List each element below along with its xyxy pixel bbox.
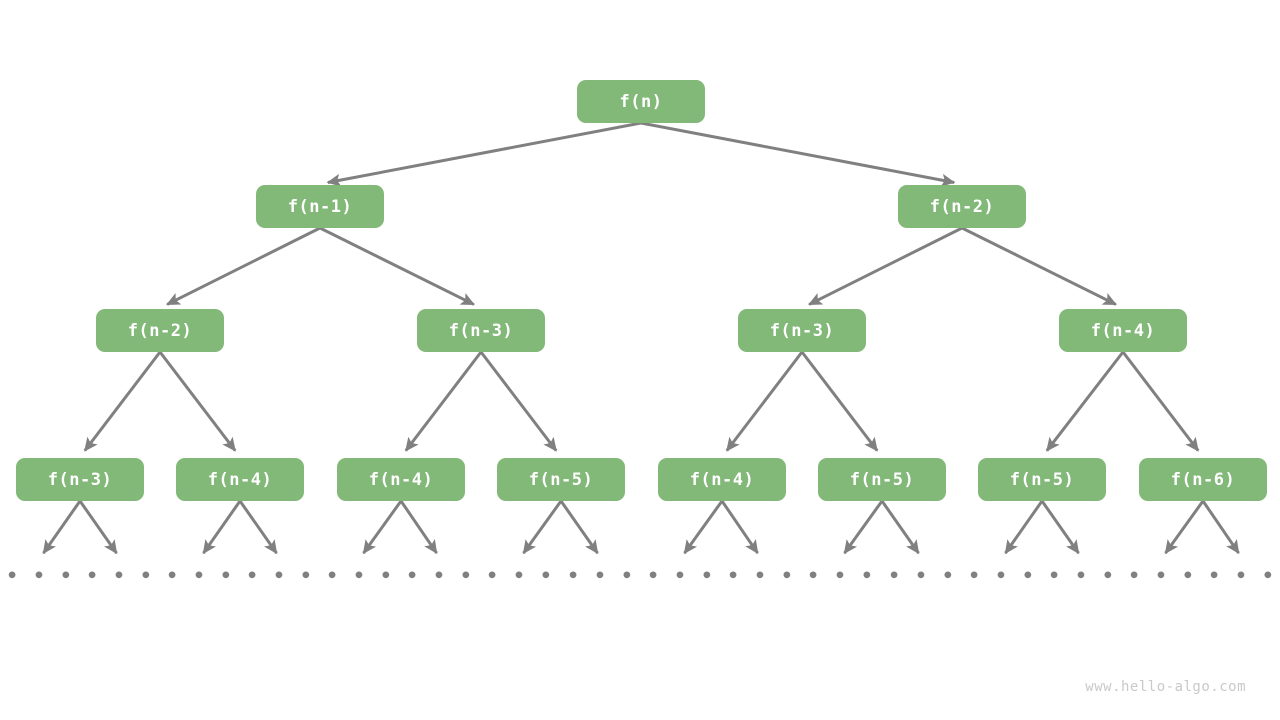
ellipsis-marker: • • • — [406, 565, 474, 587]
tree-node-n6[interactable]: f(n-4) — [1059, 309, 1187, 352]
edge-n5-to-n12 — [800, 351, 879, 452]
tree-node-n13[interactable]: f(n-5) — [978, 458, 1106, 501]
edge-n14-to-ellipsis-15 — [1201, 500, 1240, 555]
tree-node-n1[interactable]: f(n-1) — [256, 185, 384, 228]
edge-n14-to-ellipsis-14 — [1164, 500, 1205, 555]
tree-node-n9[interactable]: f(n-4) — [337, 458, 465, 501]
ellipsis-marker: • • • — [807, 565, 875, 587]
ellipsis-marker: • • • — [6, 565, 74, 587]
ellipsis-marker: • • • — [727, 565, 795, 587]
edge-n0-to-n1 — [326, 121, 642, 187]
edge-n1-to-n4 — [319, 226, 475, 306]
ellipsis-marker: • • • — [1128, 565, 1196, 587]
tree-node-n2[interactable]: f(n-2) — [898, 185, 1026, 228]
ellipsis-marker: • • • — [86, 565, 154, 587]
edge-n1-to-n3 — [166, 226, 321, 306]
edge-n2-to-n5 — [808, 226, 963, 306]
ellipsis-marker: • • • — [166, 565, 234, 587]
edge-n3-to-n7 — [83, 351, 162, 452]
ellipsis-marker: • • • — [567, 565, 635, 587]
edge-n2-to-n6 — [961, 226, 1117, 306]
tree-node-n12[interactable]: f(n-5) — [818, 458, 946, 501]
edge-n10-to-ellipsis-7 — [559, 500, 599, 555]
edge-n13-to-ellipsis-13 — [1040, 500, 1080, 555]
ellipsis-marker: • • • — [888, 565, 956, 587]
edge-n5-to-n11 — [725, 351, 804, 452]
tree-node-n3[interactable]: f(n-2) — [96, 309, 224, 352]
edge-n6-to-n14 — [1121, 351, 1200, 452]
edge-n11-to-ellipsis-8 — [683, 500, 724, 555]
ellipsis-marker: • • • — [326, 565, 394, 587]
edge-n12-to-ellipsis-11 — [880, 500, 920, 555]
edge-n0-to-n2 — [640, 121, 956, 187]
edge-n9-to-ellipsis-5 — [399, 500, 438, 555]
ellipsis-marker: • • • — [968, 565, 1036, 587]
tree-node-n10[interactable]: f(n-5) — [497, 458, 625, 501]
edge-n8-to-ellipsis-2 — [202, 500, 242, 555]
edge-n4-to-n9 — [404, 351, 483, 452]
ellipsis-marker: • • • — [647, 565, 715, 587]
tree-node-n11[interactable]: f(n-4) — [658, 458, 786, 501]
ellipsis-marker: • • • — [1208, 565, 1276, 587]
ellipsis-marker: • • • — [486, 565, 554, 587]
edge-n6-to-n13 — [1045, 351, 1125, 452]
edge-n10-to-ellipsis-6 — [522, 500, 563, 555]
edge-n12-to-ellipsis-10 — [843, 500, 884, 555]
edge-n3-to-n8 — [158, 351, 237, 452]
tree-node-n4[interactable]: f(n-3) — [417, 309, 545, 352]
edge-n7-to-ellipsis-0 — [42, 500, 82, 555]
ellipsis-marker: • • • — [246, 565, 314, 587]
watermark: www.hello-algo.com — [1085, 679, 1246, 695]
edge-n4-to-n10 — [479, 351, 558, 452]
tree-node-n7[interactable]: f(n-3) — [16, 458, 144, 501]
edge-n13-to-ellipsis-12 — [1004, 500, 1044, 555]
edge-n9-to-ellipsis-4 — [362, 500, 403, 555]
edge-n11-to-ellipsis-9 — [720, 500, 759, 555]
edge-n7-to-ellipsis-1 — [78, 500, 118, 555]
tree-node-n14[interactable]: f(n-6) — [1139, 458, 1267, 501]
edge-n8-to-ellipsis-3 — [238, 500, 278, 555]
tree-node-n5[interactable]: f(n-3) — [738, 309, 866, 352]
tree-node-n0[interactable]: f(n) — [577, 80, 705, 123]
ellipsis-marker: • • • — [1048, 565, 1116, 587]
tree-node-n8[interactable]: f(n-4) — [176, 458, 304, 501]
